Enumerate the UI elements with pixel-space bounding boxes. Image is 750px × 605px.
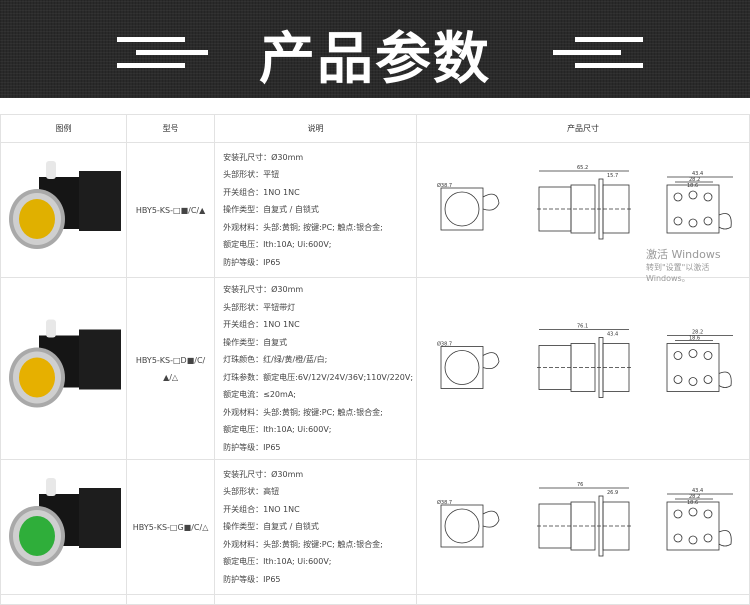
spec-line: 安装孔尺寸：Ø30mm	[223, 152, 304, 162]
spec-line: 防护等级：IP65	[223, 257, 281, 267]
dimension-label: 18.6	[687, 183, 698, 189]
model-number: HBY5-KS-□■/C/▲	[135, 205, 206, 215]
watermark-title: 激活 Windows	[646, 248, 721, 261]
model-number: HBY5-KS-□G■/C/△	[132, 522, 209, 532]
table-row: HBY5-KS-□G■/C/△ 安装孔尺寸：Ø30mm 头部形状：高钮开关组合：1…	[0, 459, 750, 595]
spec-line: 外观材料：头部:黄铜; 按键:PC; 触点:银合金;	[223, 407, 383, 417]
spec-line: 外观材料：头部:黄铜; 按键:PC; 触点:银合金;	[223, 539, 383, 549]
decor-line	[553, 50, 621, 55]
dimension-label: 15.7	[607, 173, 618, 179]
dimension-label: 18.6	[689, 336, 700, 342]
spec-line: 额定电压：Ith:10A; Ui:600V;	[223, 425, 332, 434]
spec-table: 图例 型号 说明 产品尺寸 HBY5-KS-□■/C/▲ 安装孔尺寸：Ø30mm…	[0, 114, 750, 605]
dimension-label: 43.4	[692, 488, 703, 494]
spec-line: 额定电流：≤20mA;	[223, 390, 296, 399]
spec-line: 安装孔尺寸：Ø30mm	[223, 469, 304, 479]
header-cell: 型号	[125, 114, 216, 143]
header-cell: 图例	[0, 114, 127, 143]
dimension-label: 76.1	[577, 324, 588, 330]
decor-line	[575, 63, 643, 68]
product-photo	[9, 161, 121, 249]
banner: 产品参数	[0, 0, 750, 98]
spec-line: 额定电压：Ith:10A; Ui:600V;	[223, 557, 332, 567]
dimension-label: 28.2	[689, 177, 700, 183]
dimension-label: Ø38.7	[437, 341, 452, 348]
spec-cell: 安装孔尺寸：Ø30mm 头部形状：平钮开关组合：1NO 1NC 操作类型：自复式 /…	[214, 142, 417, 278]
table-header: 图例 型号 说明 产品尺寸	[0, 114, 750, 143]
product-photo	[9, 478, 121, 566]
spec-line: 防护等级：IP65	[223, 574, 281, 584]
spec-line: 额定电压：Ith:10A; Ui:600V;	[223, 240, 332, 250]
decor-line	[117, 37, 185, 42]
header-cell: 产品尺寸	[415, 114, 750, 143]
image-cell	[0, 277, 127, 460]
spec-line: 头部形状：高钮	[223, 487, 280, 497]
dimension-label: Ø38.7	[437, 499, 452, 506]
model-cell: HBY5-KS-□G■/C/△	[125, 459, 216, 595]
spec-line: 开关组合：1NO 1NC	[223, 504, 300, 514]
dimension-label: 65.2	[577, 165, 588, 171]
dimension-drawing: Ø38.7 76.1 43.4 28.218.6	[437, 324, 733, 398]
dimension-label: 28.2	[689, 494, 700, 500]
model-number: HBY5-KS-□D■/C/	[135, 355, 206, 365]
spec-line: 操作类型：自复式 / 自锁式	[223, 522, 319, 532]
spec-line: 灯珠参数：额定电压:6V/12V/24V/36V;110V/220V;	[223, 372, 414, 382]
product-photo	[9, 319, 121, 408]
decor-line	[136, 50, 208, 55]
dimension-drawing: Ø38.7 65.2 15.7 43.428.218.6	[437, 165, 733, 240]
spec-line: 头部形状：平钮	[223, 170, 280, 180]
dimension-label: 43.4	[607, 332, 618, 338]
watermark-subtitle: 转到"设置"以激活 Windows。	[646, 263, 710, 283]
model-cell: HBY5-KS-□D■/C/ ▲/△	[125, 277, 216, 460]
dimension-label: 28.2	[692, 330, 703, 336]
dimension-label: 18.6	[687, 500, 698, 506]
spec-cell: 安装孔尺寸：Ø30mm 头部形状：高钮开关组合：1NO 1NC 操作类型：自复式 /…	[214, 459, 417, 595]
table-row: HBY5-KS-□D■/C/ ▲/△ 安装孔尺寸：Ø30mm 头部形状：平钮带灯开关…	[0, 277, 750, 460]
spec-line: 头部形状：平钮带灯	[223, 302, 296, 312]
banner-title: 产品参数	[259, 27, 491, 92]
dimension-label: Ø38.7	[437, 182, 452, 189]
spec-line: 灯珠颜色：红/绿/黄/橙/蓝/白;	[223, 355, 328, 364]
model-cell: HBY5-KS-□■/C/▲	[125, 142, 216, 278]
spec-cell: 安装孔尺寸：Ø30mm 头部形状：平钮带灯开关组合：1NO 1NC 操作类型：自复式…	[214, 277, 417, 460]
table-row: HBY5-KS-□■/C/▲ 安装孔尺寸：Ø30mm 头部形状：平钮开关组合：1N…	[0, 142, 750, 278]
spec-line: 操作类型：自复式 / 自锁式	[223, 205, 319, 215]
table-row-partial	[0, 594, 750, 605]
image-cell	[0, 459, 127, 595]
spec-line: 安装孔尺寸：Ø30mm	[223, 285, 304, 294]
spec-line: 外观材料：头部:黄铜; 按键:PC; 触点:银合金;	[223, 222, 383, 232]
spec-line: 防护等级：IP65	[223, 442, 281, 452]
decor-line	[117, 63, 185, 68]
image-cell	[0, 142, 127, 278]
spec-line: 开关组合：1NO 1NC	[223, 187, 300, 197]
dimension-label: 76	[577, 482, 583, 488]
dimension-label: 26.9	[607, 490, 618, 496]
dimension-label: 43.4	[692, 171, 703, 177]
header-cell: 说明	[214, 114, 417, 143]
model-number-line2: ▲/△	[163, 372, 179, 382]
decor-line	[575, 37, 643, 42]
spec-line: 开关组合：1NO 1NC	[223, 320, 300, 329]
dimension-drawing: Ø38.7 76 26.9 43.428.218.6	[437, 482, 733, 557]
spec-line: 操作类型：自复式	[223, 337, 288, 347]
